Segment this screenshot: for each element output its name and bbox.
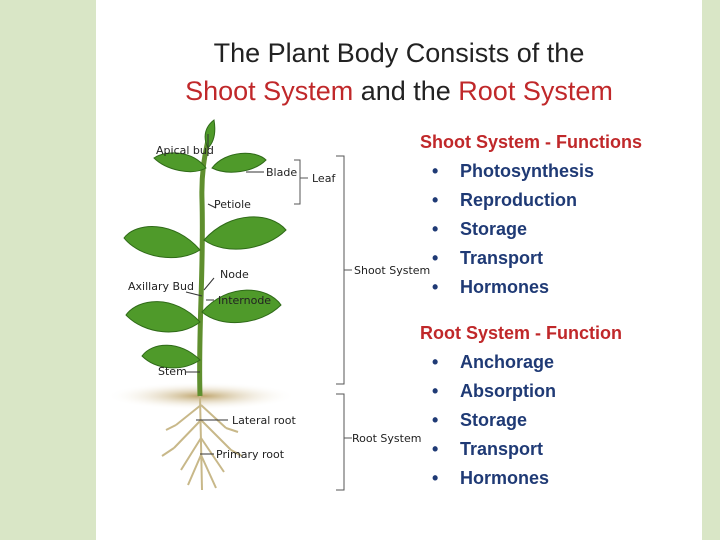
- shoot-bracket: [336, 155, 352, 385]
- leaf-top-left: [153, 152, 207, 173]
- leaf-bottom-left: [141, 344, 201, 369]
- slide-title: The Plant Body Consists of the Shoot Sys…: [96, 34, 702, 110]
- leaf-bracket: [294, 159, 308, 205]
- title-line-2: Shoot System and the Root System: [96, 72, 702, 110]
- root-bracket: [336, 393, 352, 491]
- leaves: [123, 119, 287, 369]
- title-and-the: and the: [353, 76, 459, 106]
- leaf-low-right: [201, 289, 282, 323]
- list-item: •Reproduction: [432, 190, 577, 210]
- label-root-system: Root System: [352, 432, 422, 445]
- list-item: •Storage: [432, 410, 528, 430]
- title-root-system: Root System: [458, 76, 613, 106]
- list-item: •Hormones: [432, 468, 550, 488]
- slide: The Plant Body Consists of the Shoot Sys…: [96, 0, 702, 540]
- brackets: [294, 155, 352, 491]
- label-internode: Internode: [218, 294, 272, 307]
- roots: [161, 395, 243, 491]
- leader-lines: [185, 134, 264, 455]
- list-item: •Hormones: [432, 277, 550, 297]
- root-functions-list: •Anchorage •Absorption •Storage •Transpo…: [420, 348, 556, 493]
- list-item: •Transport: [432, 248, 544, 268]
- list-item: •Photosynthesis: [432, 161, 595, 181]
- leaf-mid-right: [203, 216, 287, 250]
- label-lateral-root: Lateral root: [232, 414, 296, 427]
- title-shoot-system: Shoot System: [185, 76, 354, 106]
- label-shoot-system: Shoot System: [354, 264, 431, 277]
- list-item: •Absorption: [432, 381, 556, 401]
- label-axillary-bud: Axillary Bud: [128, 280, 194, 293]
- list-item: •Transport: [432, 439, 544, 459]
- label-node: Node: [220, 268, 249, 281]
- label-petiole: Petiole: [214, 198, 251, 211]
- list-item: •Storage: [432, 219, 528, 239]
- leaf-top-right: [211, 152, 267, 173]
- label-stem: Stem: [158, 365, 187, 378]
- plant-illustration: [106, 119, 352, 491]
- leaf-mid-left: [123, 226, 201, 259]
- stem: [197, 139, 211, 397]
- label-apical-bud: Apical bud: [156, 144, 214, 157]
- leaf-low-left: [125, 301, 201, 333]
- label-primary-root: Primary root: [216, 448, 285, 461]
- label-leaf: Leaf: [312, 172, 336, 185]
- root-functions-heading: Root System - Function: [420, 323, 622, 343]
- shoot-functions-heading: Shoot System - Functions: [420, 132, 643, 152]
- title-line-1: The Plant Body Consists of the: [213, 38, 585, 68]
- list-item: •Anchorage: [432, 352, 555, 372]
- label-blade: Blade: [266, 166, 298, 179]
- shoot-functions-list: •Photosynthesis •Reproduction •Storage •…: [420, 157, 594, 302]
